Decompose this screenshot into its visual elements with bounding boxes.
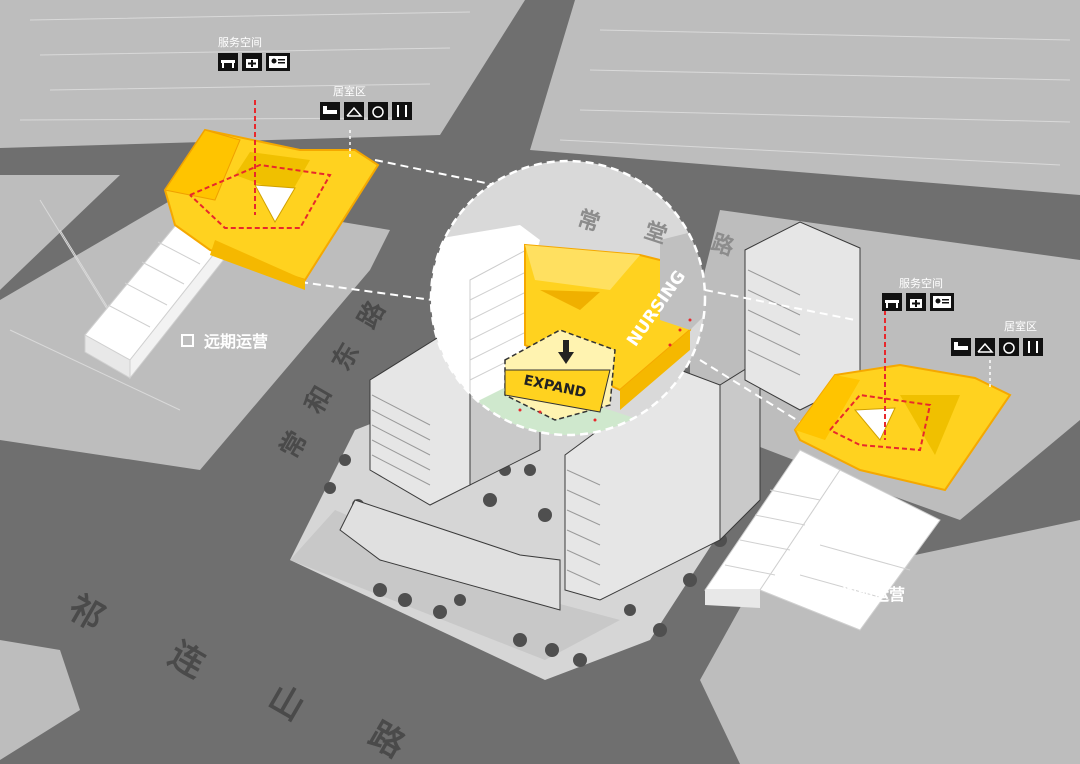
right-service-icons [882,293,954,311]
right-living-legend: 居室区 [951,319,1043,356]
right-living-zone-label: 居室区 [1004,319,1037,333]
hanger-icon [344,102,364,120]
leader-lines [299,159,856,423]
zoom-detail [429,159,707,437]
long-term-caption: 远期运营 [181,332,268,351]
left-living-icons [320,102,412,120]
trees [324,454,756,667]
dining-icon [392,102,412,120]
left-service-space-label: 服务空间 [218,35,262,49]
dining-icon [1023,338,1043,356]
right-service-space-label: 服务空间 [899,276,943,290]
hanger-icon [975,338,995,356]
left-living-zone-label: 居室区 [333,84,366,98]
initial-caption: 初期运营 [818,585,905,604]
parcel-lines [9,11,1071,411]
left-living-legend: 居室区 [320,84,412,120]
initial-label: 初期运营 [841,585,905,604]
washing-machine-icon [999,338,1019,356]
initial-wing [704,310,1012,631]
people-markers [518,318,692,422]
right-service-legend: 服务空间 [882,276,954,311]
left-service-icons [218,53,290,71]
right-living-icons [951,338,1043,356]
long-term-label: 远期运营 [204,332,268,351]
long-term-wing [84,100,380,380]
washing-machine-icon [368,102,388,120]
left-service-legend: 服务空间 [218,35,290,71]
